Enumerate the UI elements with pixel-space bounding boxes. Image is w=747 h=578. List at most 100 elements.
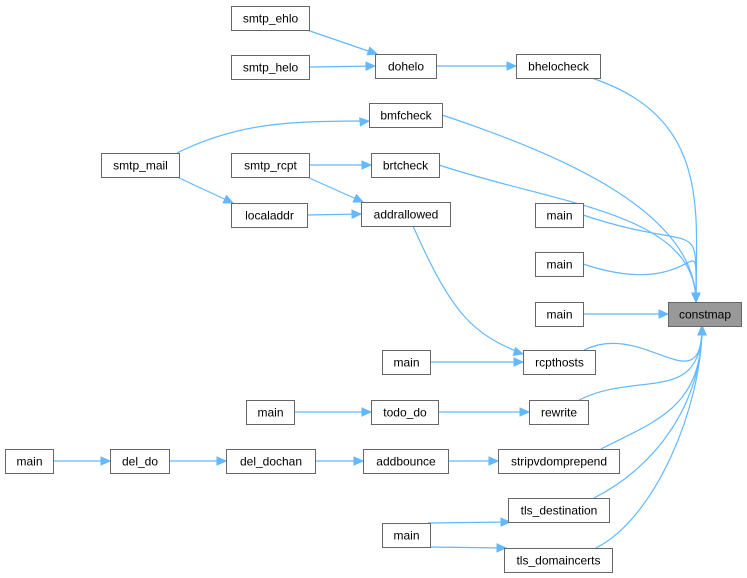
edge-main4-to-rcpthosts	[430, 357, 525, 367]
node-box	[5, 449, 54, 474]
node-label: main	[546, 258, 572, 272]
node-box	[231, 55, 310, 80]
node-box	[101, 153, 180, 178]
node-label: localaddr	[245, 209, 294, 223]
node-box	[369, 103, 443, 128]
node-smtp-mail[interactable]: smtp_mail	[101, 153, 180, 178]
node-main1[interactable]: main	[535, 203, 584, 228]
node-main7[interactable]: main	[382, 523, 431, 548]
node-bmfcheck[interactable]: bmfcheck	[369, 103, 443, 128]
edge-smtp-mail-to-bmfcheck	[176, 117, 371, 154]
node-box	[363, 449, 449, 474]
edge-smtp-helo-to-dohelo	[308, 61, 377, 71]
node-label: bhelocheck	[528, 60, 590, 74]
node-label: del_do	[122, 455, 158, 469]
node-label: addrallowed	[374, 208, 439, 222]
node-label: constmap	[679, 308, 731, 322]
node-label: smtp_rcpt	[244, 159, 297, 173]
node-brtcheck[interactable]: brtcheck	[371, 153, 440, 178]
node-smtp-ehlo[interactable]: smtp_ehlo	[231, 6, 310, 31]
node-tls-destination[interactable]: tls_destination	[508, 498, 610, 523]
node-rewrite[interactable]: rewrite	[529, 400, 589, 425]
edge-main2-to-constmap	[582, 260, 701, 304]
node-stripvdomprepend[interactable]: stripvdomprepend	[498, 449, 620, 474]
node-label: smtp_helo	[243, 61, 299, 75]
node-main6[interactable]: main	[5, 449, 54, 474]
node-del-do[interactable]: del_do	[110, 449, 170, 474]
node-constmap[interactable]: constmap	[668, 302, 742, 327]
node-dohelo[interactable]: dohelo	[375, 54, 437, 79]
edge-smtp-mail-to-localaddr	[176, 176, 235, 204]
edge-localaddr-to-addrallowed	[306, 209, 363, 219]
node-label: dohelo	[388, 60, 424, 74]
node-box	[231, 6, 310, 31]
node-box	[361, 202, 451, 227]
edge-smtp-ehlo-to-dohelo	[306, 29, 379, 56]
node-label: rcpthosts	[535, 356, 584, 370]
node-todo-do[interactable]: todo_do	[371, 400, 439, 425]
edge-main3-to-constmap	[583, 309, 670, 319]
call-graph-edges	[53, 29, 707, 553]
node-label: del_dochan	[240, 455, 302, 469]
edge-addbounce-to-stripvdomprepend	[448, 456, 500, 466]
node-box	[498, 449, 620, 474]
edge-stripvdomprepend-to-constmap	[600, 324, 707, 450]
node-del-dochan[interactable]: del_dochan	[226, 449, 316, 474]
node-label: main	[546, 209, 572, 223]
node-bhelocheck[interactable]: bhelocheck	[516, 54, 601, 79]
node-box	[535, 302, 584, 327]
node-label: bmfcheck	[380, 109, 432, 123]
node-localaddr[interactable]: localaddr	[231, 203, 308, 228]
edge-brtcheck-to-constmap	[438, 164, 701, 304]
node-box	[516, 54, 601, 79]
edge-del-do-to-del-dochan	[169, 456, 228, 466]
edge-dohelo-to-bhelocheck	[436, 61, 518, 71]
node-label: addbounce	[376, 455, 436, 469]
edge-bhelocheck-to-constmap	[591, 77, 701, 304]
edge-rewrite-to-constmap	[578, 324, 707, 401]
node-label: smtp_ehlo	[243, 12, 299, 26]
node-addbounce[interactable]: addbounce	[363, 449, 449, 474]
node-box	[535, 203, 584, 228]
edge-rcpthosts-to-constmap	[583, 324, 707, 362]
node-box	[382, 523, 431, 548]
node-main3[interactable]: main	[535, 302, 584, 327]
node-box	[231, 203, 308, 228]
node-main2[interactable]: main	[535, 252, 584, 277]
node-box	[231, 153, 310, 178]
node-box	[246, 400, 295, 425]
edge-smtp-rcpt-to-addrallowed	[306, 176, 365, 203]
node-main5[interactable]: main	[246, 400, 295, 425]
node-label: main	[257, 406, 283, 420]
node-main4[interactable]: main	[382, 350, 431, 375]
node-label: rewrite	[541, 406, 577, 420]
edge-tls-domaincerts-to-constmap	[595, 324, 707, 549]
edge-addrallowed-to-rcpthosts	[412, 225, 525, 356]
node-label: main	[16, 455, 42, 469]
node-addrallowed[interactable]: addrallowed	[361, 202, 451, 227]
node-label: tls_destination	[521, 504, 598, 518]
node-rcpthosts[interactable]: rcpthosts	[523, 350, 596, 375]
node-box	[529, 400, 589, 425]
node-smtp-rcpt[interactable]: smtp_rcpt	[231, 153, 310, 178]
node-box	[668, 302, 742, 327]
node-tls-domaincerts[interactable]: tls_domaincerts	[504, 548, 613, 573]
edge-main7-to-tls-destination	[427, 517, 512, 527]
node-smtp-helo[interactable]: smtp_helo	[231, 55, 310, 80]
node-box	[371, 400, 439, 425]
node-label: main	[393, 356, 419, 370]
node-label: main	[546, 308, 572, 322]
node-label: smtp_mail	[113, 159, 168, 173]
node-label: main	[393, 529, 419, 543]
node-box	[535, 252, 584, 277]
node-label: todo_do	[383, 406, 427, 420]
edge-main5-to-todo-do	[294, 407, 373, 417]
edge-smtp-rcpt-to-brtcheck	[309, 160, 373, 170]
node-label: tls_domaincerts	[516, 554, 600, 568]
node-label: stripvdomprepend	[511, 455, 607, 469]
node-box	[504, 548, 613, 573]
call-graph-nodes: constmap bhelocheck dohelo smtp_ehlo smtp_he…	[5, 6, 742, 573]
edge-todo-do-to-rewrite	[438, 407, 531, 417]
edge-main6-to-del-do	[53, 456, 112, 466]
